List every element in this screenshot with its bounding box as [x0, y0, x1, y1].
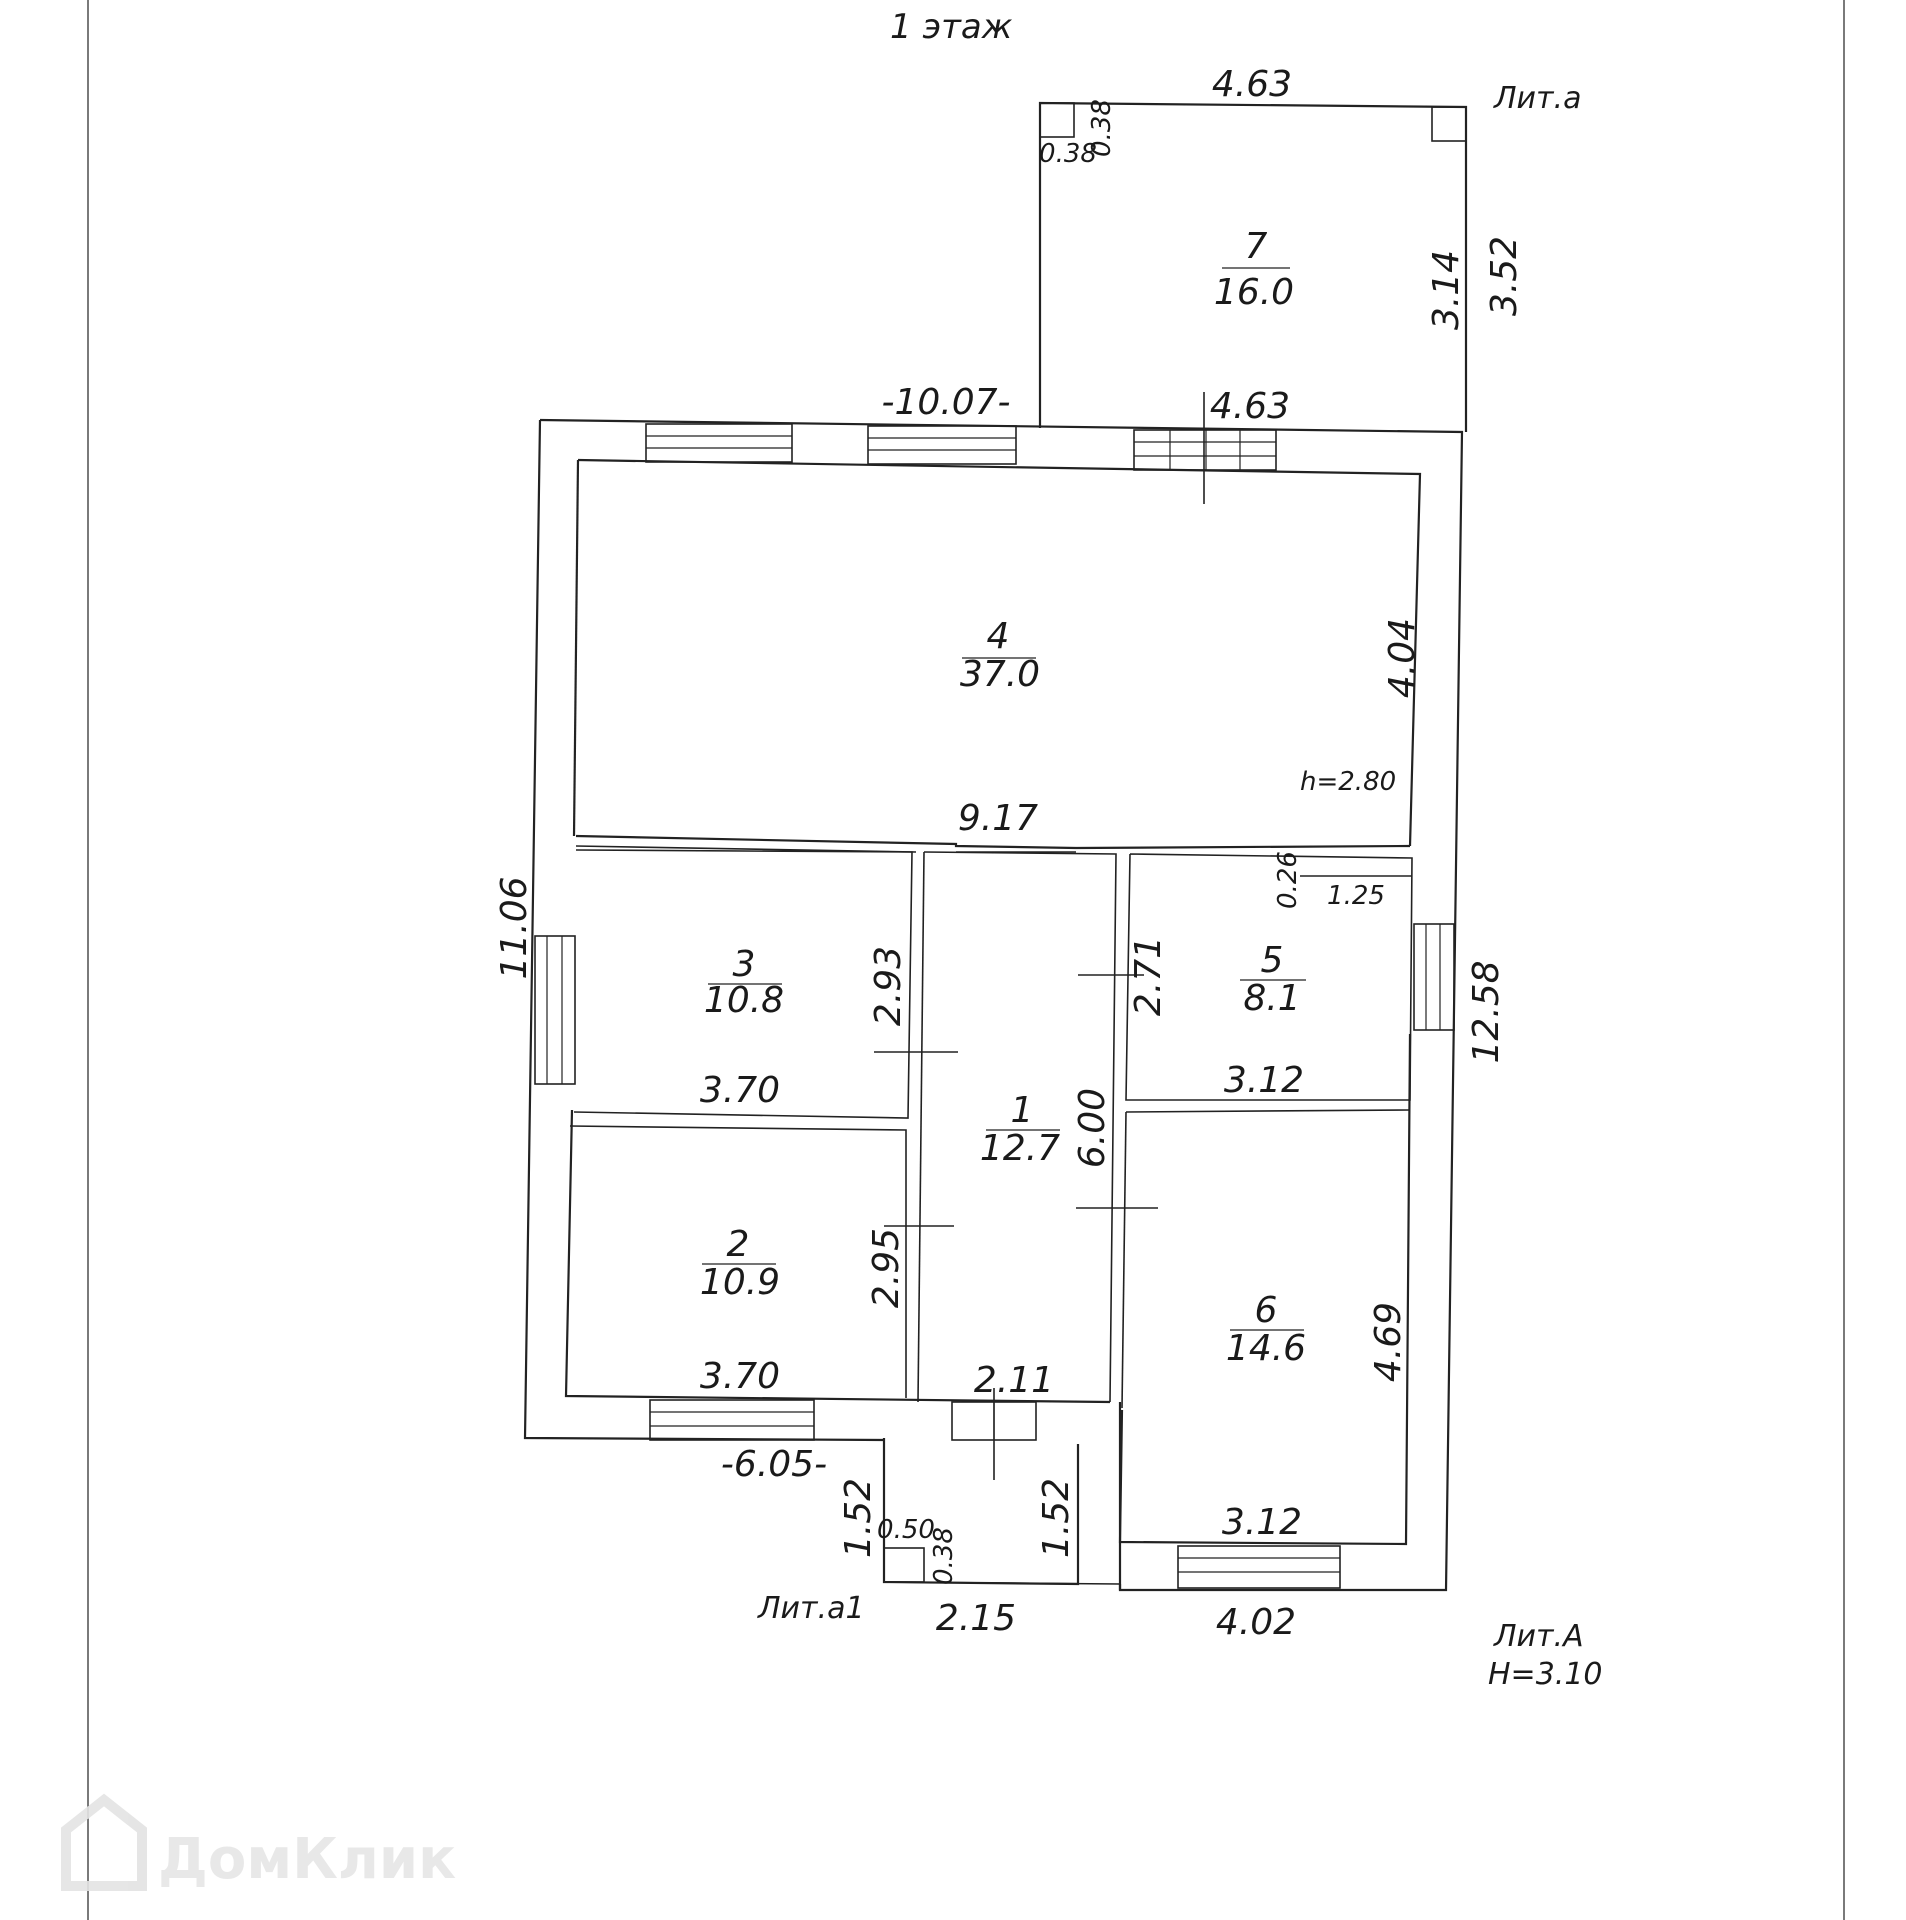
dim-corridor-height: 6.00: [1072, 1088, 1113, 1168]
dim-lit-a1-left: 1.52: [838, 1478, 879, 1558]
room-area: 8.1: [1243, 978, 1300, 1019]
corner-column: [883, 1547, 925, 1583]
room-label-7: 7 16.0: [1214, 226, 1294, 313]
room-label-2: 2 10.9: [700, 1224, 780, 1303]
dim-lit-a-corner-height: 0.38: [1087, 99, 1117, 157]
dim-right-total: 12.58: [1466, 960, 1507, 1063]
room-label-4: 4 37.0: [960, 616, 1040, 695]
dim-room2-height: 2.95: [866, 1228, 907, 1308]
room-number: 6: [1255, 1290, 1278, 1331]
dim-lit-a1-corner-width: 0.50: [877, 1515, 935, 1545]
dim-room3-width: 3.70: [700, 1070, 780, 1111]
dim-bottom-right: 4.02: [1216, 1602, 1296, 1643]
main-building-walls: [523, 418, 1464, 1592]
dim-lit-a1-bottom: 2.15: [936, 1598, 1016, 1639]
lit-a1-label: Лит.а1: [757, 1591, 865, 1626]
room-label-6: 6 14.6: [1226, 1290, 1306, 1369]
window: [1413, 923, 1455, 1031]
dim-lit-a-top: 4.63: [1212, 64, 1292, 105]
watermark: ДомКлик: [61, 1793, 456, 1892]
corner-column: [1039, 102, 1075, 138]
room-area: 10.9: [700, 1262, 780, 1303]
room-label-3: 3 10.8: [704, 944, 784, 1021]
annex-lit-a: [1038, 101, 1468, 432]
window: [534, 935, 576, 1085]
dim-top-left-length: -10.07-: [881, 382, 1010, 423]
window: [867, 425, 1017, 465]
porch-lit-a1: [882, 1388, 1121, 1586]
dim-corridor-width: 2.11: [974, 1360, 1054, 1401]
room-number: 7: [1245, 226, 1268, 267]
room-area: 37.0: [960, 654, 1040, 695]
window: [1177, 1545, 1341, 1589]
interior-partitions: [569, 834, 1413, 1409]
lit-A-label: Лит.А: [1493, 1619, 1584, 1654]
dim-lit-a-outer-height: 3.52: [1484, 236, 1525, 316]
room-number: 2: [727, 1224, 750, 1265]
building-height-label: H=3.10: [1488, 1657, 1603, 1692]
room-label-5: 5 8.1: [1240, 940, 1306, 1019]
dim-lit-a-inner-height: 3.14: [1426, 250, 1467, 330]
room-number: 4: [987, 616, 1010, 657]
room-area: 14.6: [1226, 1328, 1306, 1369]
dim-room4-height: 4.04: [1382, 618, 1423, 698]
door-opening: [1133, 392, 1277, 504]
dim-room6-height: 4.69: [1368, 1302, 1409, 1382]
room-number: 3: [733, 944, 756, 985]
dim-room4-width: 9.17: [958, 798, 1038, 839]
room-number: 1: [1011, 1090, 1034, 1131]
dim-room2-width: 3.70: [700, 1356, 780, 1397]
room-area: 16.0: [1214, 272, 1294, 313]
lit-a-label: Лит.а: [1493, 81, 1581, 116]
dim-lit-a1-corner-height: 0.38: [929, 1527, 959, 1585]
dim-lit-a-corner-width: 0.38: [1039, 139, 1097, 169]
room4-ceiling-height: h=2.80: [1300, 767, 1396, 797]
dim-room6-width: 3.12: [1222, 1502, 1302, 1543]
dim-bottom-left-length: -6.05-: [721, 1444, 827, 1485]
room-label-1: 1 12.7: [980, 1090, 1060, 1169]
room-number: 5: [1261, 940, 1284, 981]
dim-lit-a1-right: 1.52: [1036, 1478, 1077, 1558]
dim-room5-height: 2.71: [1128, 936, 1169, 1016]
corner-column: [1431, 106, 1467, 142]
room-area: 10.8: [704, 980, 784, 1021]
dim-lit-a-bottom: 4.63: [1210, 386, 1290, 427]
dim-room5-width: 3.12: [1224, 1060, 1304, 1101]
dim-room5-notch-height: 0.26: [1273, 851, 1303, 909]
window: [645, 423, 793, 463]
watermark-text: ДомКлик: [158, 1827, 456, 1892]
dim-room3-height: 2.93: [868, 946, 909, 1026]
room-area: 12.7: [980, 1128, 1060, 1169]
floor-title: 1 этаж: [890, 7, 1013, 47]
window: [649, 1399, 815, 1441]
house-logo-icon: [61, 1793, 147, 1891]
dim-left-total: 11.06: [494, 876, 535, 979]
dim-room5-notch-width: 1.25: [1327, 881, 1385, 911]
